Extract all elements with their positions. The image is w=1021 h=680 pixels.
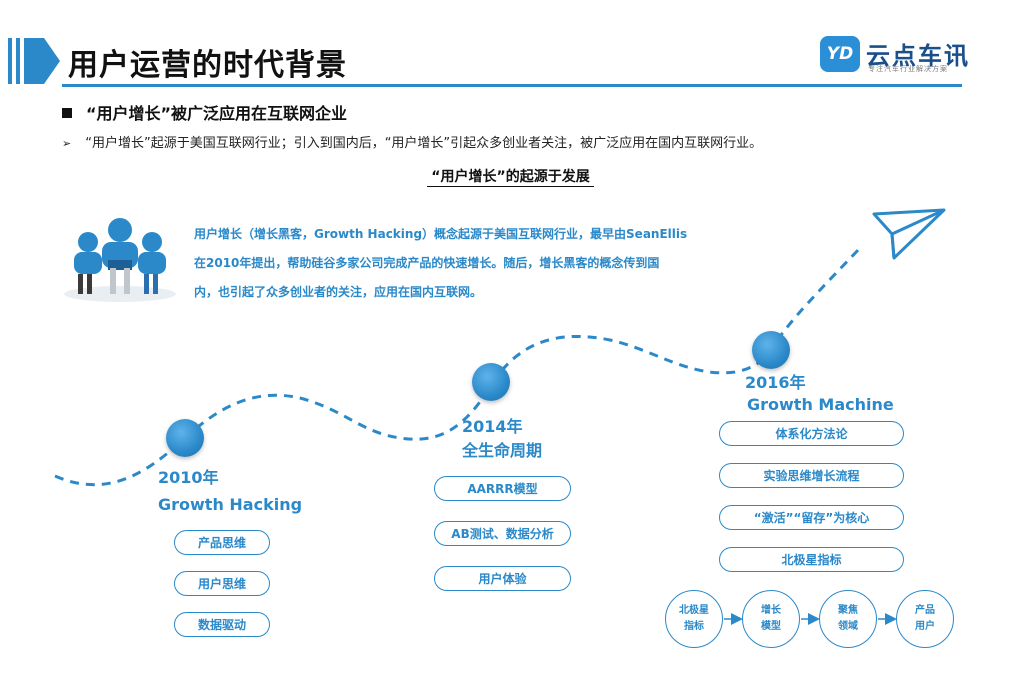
- milestone-2010: 2010年 Growth Hacking: [158, 467, 302, 516]
- flow-step: 聚焦领域: [819, 590, 877, 648]
- milestone-item: 实验思维增长流程: [719, 463, 904, 488]
- milestone-name: 全生命周期: [462, 441, 543, 460]
- milestone-year: 2016年: [745, 373, 806, 392]
- milestone-year: 2010年: [158, 468, 219, 487]
- flow-step-label: 模型: [761, 621, 781, 632]
- bullet-line: ➢ “用户增长”起源于美国互联网行业；引入到国内后，“用户增长”引起众多创业者关注…: [62, 132, 762, 151]
- people-icon: [64, 218, 176, 302]
- milestone-2014: 2014年 全生命周期: [462, 416, 542, 462]
- milestone-item: AB测试、数据分析: [434, 521, 571, 546]
- flow-step: 北极星指标: [665, 590, 723, 648]
- flow-step-label: 领域: [838, 621, 858, 632]
- section-heading-text: “用户增长”被广泛应用在互联网企业: [86, 104, 348, 123]
- flow-step-label: 指标: [684, 621, 704, 632]
- milestone-item: 产品思维: [174, 530, 270, 555]
- milestone-item: 北极星指标: [719, 547, 904, 572]
- logo-name: 云点车讯: [866, 42, 970, 70]
- flow-step-label: 产品: [915, 605, 935, 616]
- milestone-name: Growth Machine: [747, 395, 894, 414]
- flow-step: 增长模型: [742, 590, 800, 648]
- flow-step-label: 聚焦: [838, 605, 858, 616]
- header-divider: [62, 84, 962, 87]
- flow-step-label: 北极星: [679, 605, 709, 616]
- section-heading: “用户增长”被广泛应用在互联网企业: [62, 100, 347, 124]
- description-line: 在2010年提出，帮助硅谷多家公司完成产品的快速增长。随后，增长黑客的概念传到国: [194, 256, 660, 270]
- subheading: “用户增长”的起源于发展: [0, 166, 1021, 187]
- milestone-item: 体系化方法论: [719, 421, 904, 446]
- subheading-text: “用户增长”的起源于发展: [427, 169, 594, 187]
- page-title: 用户运营的时代背景: [68, 48, 347, 83]
- square-bullet-icon: [62, 108, 72, 118]
- milestone-item: AARRR模型: [434, 476, 571, 501]
- milestone-dot: [472, 363, 510, 401]
- bullet-arrow-icon: ➢: [62, 137, 72, 150]
- description-line: 用户增长（增长黑客，Growth Hacking）概念起源于美国互联网行业，最早…: [194, 227, 688, 241]
- description-line: 内，也引起了众多创业者的关注，应用在国内互联网。: [194, 285, 483, 299]
- paper-plane-icon: [872, 208, 946, 260]
- milestone-dot: [752, 331, 790, 369]
- milestone-item: 用户思维: [174, 571, 270, 596]
- milestone-2016: 2016年 Growth Machine: [745, 372, 894, 416]
- milestone-dot: [166, 419, 204, 457]
- title-chevron-icon: [8, 38, 60, 84]
- milestone-name: Growth Hacking: [158, 495, 303, 514]
- milestone-item: 用户体验: [434, 566, 571, 591]
- flow-step-label: 用户: [915, 621, 935, 632]
- flow-step: 产品用户: [896, 590, 954, 648]
- description: 用户增长（增长黑客，Growth Hacking）概念起源于美国互联网行业，最早…: [194, 220, 734, 307]
- logo-mark: YD: [820, 36, 860, 72]
- flow-step-label: 增长: [761, 605, 781, 616]
- logo-tagline: 专注汽车行业解决方案: [868, 65, 948, 73]
- milestone-year: 2014年: [462, 417, 523, 436]
- bullet-text: “用户增长”起源于美国互联网行业；引入到国内后，“用户增长”引起众多创业者关注，…: [85, 136, 763, 151]
- milestone-item: 数据驱动: [174, 612, 270, 637]
- milestone-item: “激活”“留存”为核心: [719, 505, 904, 530]
